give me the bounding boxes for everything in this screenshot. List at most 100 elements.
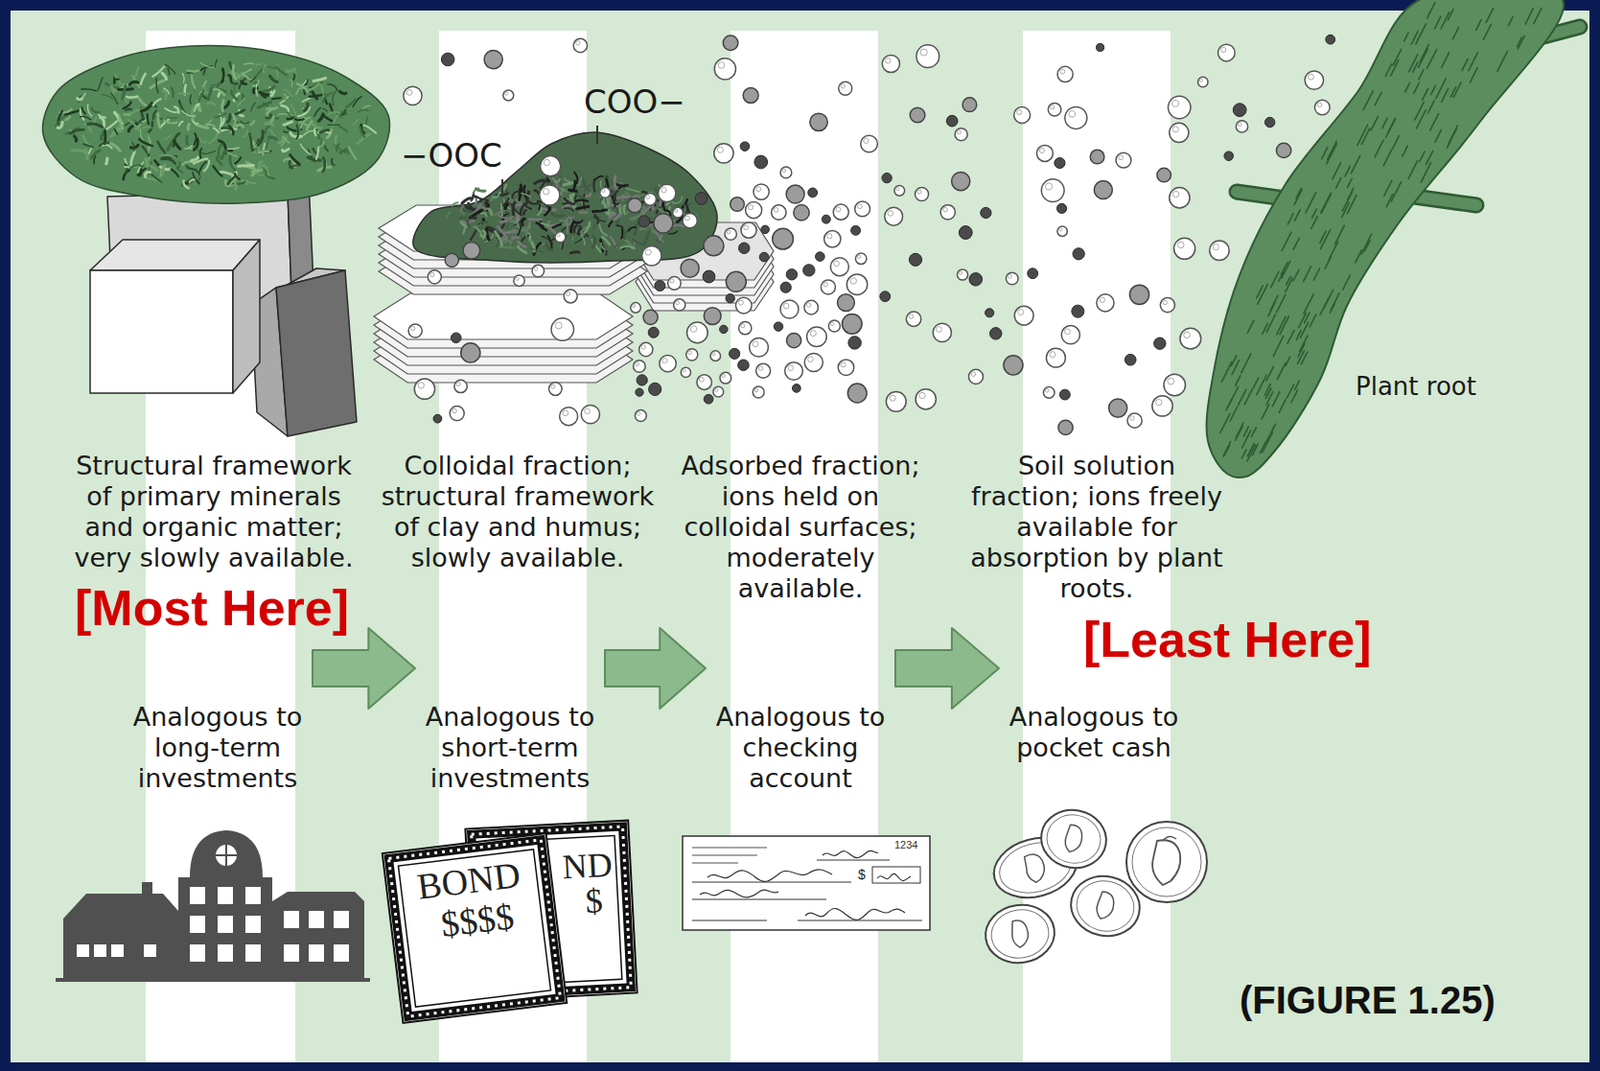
ion	[662, 357, 668, 363]
ion	[454, 379, 467, 393]
ion	[1036, 144, 1053, 162]
humus-mass	[529, 221, 532, 228]
organic-matter	[128, 119, 140, 130]
ion	[703, 235, 724, 256]
chemical-label: −OOC	[400, 136, 503, 175]
organic-matter	[167, 139, 174, 150]
organic-matter	[334, 144, 347, 154]
humus-mass	[500, 220, 508, 223]
ion	[680, 367, 691, 377]
ion	[450, 332, 462, 344]
organic-matter	[269, 137, 277, 140]
organic-matter	[102, 144, 113, 149]
humus-mass	[622, 195, 630, 197]
organic-matter	[232, 110, 245, 116]
organic-matter	[188, 179, 194, 183]
organic-matter	[163, 119, 178, 123]
organic-matter	[197, 90, 204, 104]
bond-text: $	[583, 881, 603, 921]
plant-root	[1251, 427, 1256, 438]
ion	[808, 356, 814, 363]
organic-matter	[314, 107, 321, 116]
organic-matter	[332, 91, 336, 105]
plant-root	[1230, 355, 1237, 367]
ion	[1209, 240, 1229, 260]
check-icon	[872, 866, 921, 883]
plant-root	[1431, 85, 1437, 94]
ion	[1177, 241, 1184, 249]
humus-mass	[615, 214, 621, 219]
check-text: $	[857, 866, 866, 882]
plant-root	[1517, 37, 1523, 47]
organic-matter	[147, 178, 157, 181]
plant-root	[1276, 316, 1286, 335]
organic-matter	[342, 110, 346, 116]
ion	[406, 90, 413, 96]
ion	[1014, 107, 1031, 124]
ion	[850, 278, 857, 284]
humus-mass	[633, 238, 643, 244]
coin-icon	[981, 805, 1207, 968]
plant-root	[1276, 294, 1286, 312]
ion	[1060, 69, 1066, 74]
ion	[1045, 347, 1066, 368]
organic-matter	[156, 77, 159, 93]
plant-root	[1237, 389, 1246, 406]
organic-matter	[290, 104, 297, 116]
plant-root	[1383, 149, 1392, 166]
plant-root	[1384, 180, 1392, 196]
organic-matter	[324, 145, 328, 151]
plant-root	[1293, 237, 1299, 250]
humus-mass	[603, 175, 614, 185]
ion	[919, 392, 926, 398]
plant-root	[1294, 209, 1300, 222]
plant-root	[1402, 145, 1408, 157]
humus-mass	[578, 229, 580, 234]
ion	[1068, 110, 1076, 117]
ion	[754, 155, 768, 169]
ion	[958, 226, 973, 240]
ion	[653, 213, 673, 233]
ion	[722, 35, 739, 51]
organic-matter	[257, 102, 271, 108]
ion	[687, 322, 709, 344]
humus-mass	[584, 193, 591, 197]
coin-icon	[1022, 851, 1048, 884]
ion	[710, 350, 721, 362]
ion	[756, 186, 762, 192]
organic-matter	[277, 67, 287, 75]
organic-matter	[192, 106, 195, 120]
organic-matter	[164, 108, 177, 113]
organic-matter	[130, 164, 142, 167]
organic-matter	[238, 78, 246, 90]
ion	[532, 264, 545, 278]
coin-icon	[1162, 835, 1177, 841]
plant-root	[1261, 404, 1270, 419]
organic-matter	[242, 72, 255, 81]
plant-root	[1468, 52, 1479, 71]
fraction-caption: Adsorbed fraction; ions held on colloida…	[678, 450, 924, 604]
ion	[884, 207, 904, 226]
ion	[1172, 126, 1179, 133]
ion	[1096, 43, 1105, 51]
buildings-icon	[189, 915, 206, 933]
organic-matter	[363, 105, 371, 109]
humus-mass	[574, 225, 578, 232]
buildings-icon	[215, 844, 237, 866]
ion	[968, 369, 983, 384]
organic-matter	[162, 164, 165, 176]
plant-root	[1420, 162, 1431, 183]
buildings-icon	[308, 944, 325, 962]
analogy-text: Analogous to short-term investments	[418, 701, 602, 794]
humus-mass	[526, 191, 529, 205]
humus-mass	[614, 184, 627, 186]
plant-root	[1256, 374, 1267, 395]
organic-matter	[147, 134, 149, 141]
organic-matter	[255, 64, 261, 67]
coin-icon	[1036, 805, 1111, 874]
organic-matter	[218, 143, 222, 157]
organic-matter	[214, 59, 217, 67]
plant-root	[1276, 362, 1286, 379]
ion	[773, 208, 779, 213]
organic-matter	[187, 124, 189, 130]
